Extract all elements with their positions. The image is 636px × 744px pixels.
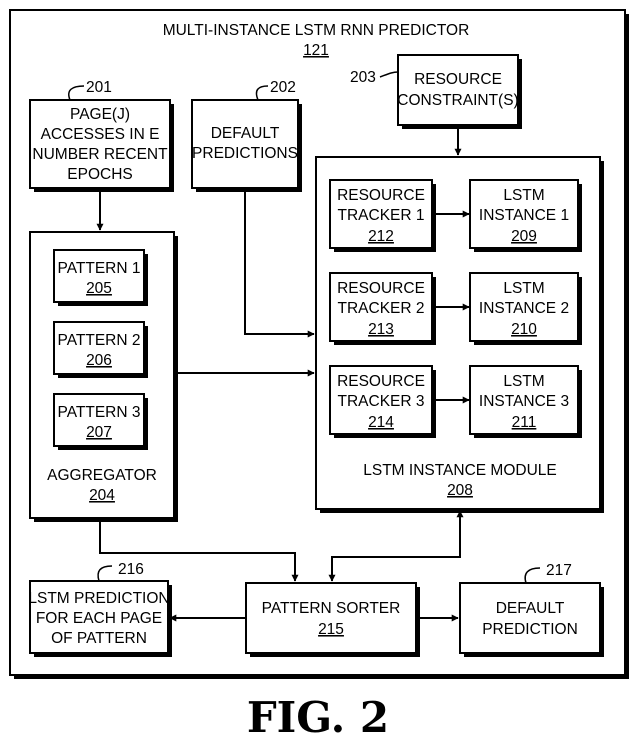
resource-tracker-1-box: RESOURCE TRACKER 1 212 [329,179,436,252]
lstm-module-ref: 208 [447,482,473,499]
lstm-prediction-leader [97,565,113,582]
resource-constraints-line-1: RESOURCE [414,71,502,88]
predictor-ref: 121 [303,42,329,59]
lstm-instance-3-box: LSTM INSTANCE 3 211 [469,365,582,438]
pattern-1-ref: 205 [86,280,112,297]
aggregator-title: AGGREGATOR [47,467,157,484]
default-prediction-line-2: PREDICTION [482,621,578,638]
default-predictions-line-1: DEFAULT [211,125,280,142]
lstm-prediction-line-2: FOR EACH PAGE [36,610,162,627]
default-prediction-leader [524,567,541,584]
resource-constraints-leader [379,71,399,78]
default-prediction-line-1: DEFAULT [496,600,565,617]
pattern-1-label: PATTERN 1 [58,260,141,277]
lstm-prediction-line-1: LSTM PREDICTION [28,590,169,607]
lstm-prediction-box: LSTM PREDICTION FOR EACH PAGE OF PATTERN [28,580,172,657]
pattern-sorter-ref: 215 [318,621,344,638]
aggregator-ref: 204 [89,487,115,504]
resource-tracker-2-line-1: RESOURCE [337,280,425,297]
default-predictions-line-2: PREDICTIONS [192,145,298,162]
page-accesses-line-3: NUMBER RECENT [32,146,168,163]
page-accesses-line-2: ACCESSES IN E [41,126,160,143]
lstm-instance-2-line-1: LSTM [503,280,544,297]
lstm-instance-1-ref: 209 [511,228,537,245]
page-accesses-box: PAGE(J) ACCESSES IN E NUMBER RECENT EPOC… [29,99,174,192]
page-accesses-line-1: PAGE(J) [70,106,130,123]
predictor-title: MULTI-INSTANCE LSTM RNN PREDICTOR [163,22,470,39]
resource-tracker-2-box: RESOURCE TRACKER 2 213 [329,272,436,345]
pattern-2-ref: 206 [86,352,112,369]
arrow-aggregator-to-pattern-sorter [99,518,299,582]
lstm-module-title: LSTM INSTANCE MODULE [363,462,557,479]
pattern-3-label: PATTERN 3 [58,404,141,421]
resource-tracker-2-ref: 213 [368,321,394,338]
lstm-instance-2-line-2: INSTANCE 2 [479,300,569,317]
pattern-3-box: PATTERN 3 207 [53,393,148,450]
default-predictions-ref: 202 [270,79,296,96]
pattern-sorter-label: PATTERN SORTER [262,600,401,617]
pattern-2-label: PATTERN 2 [58,332,141,349]
pattern-1-box: PATTERN 1 205 [53,249,148,306]
lstm-instance-3-line-2: INSTANCE 3 [479,393,569,410]
resource-tracker-1-ref: 212 [368,228,394,245]
page-accesses-line-4: EPOCHS [67,166,132,183]
resource-constraints-ref: 203 [350,69,376,86]
default-predictions-leader [255,85,269,101]
lstm-instance-1-line-1: LSTM [503,187,544,204]
default-prediction-box: DEFAULT PREDICTION [459,582,604,657]
lstm-instance-3-line-1: LSTM [503,373,544,390]
lstm-instance-1-box: LSTM INSTANCE 1 209 [469,179,582,252]
resource-constraints-line-2: CONSTRAINT(S) [397,92,518,109]
figure-caption: FIG. 2 [247,693,389,742]
pattern-3-ref: 207 [86,424,112,441]
resource-tracker-3-ref: 214 [368,414,394,431]
lstm-instance-2-box: LSTM INSTANCE 2 210 [469,272,582,345]
lstm-instance-3-ref: 211 [512,414,537,431]
resource-tracker-3-line-2: TRACKER 3 [338,393,425,410]
resource-tracker-2-line-2: TRACKER 2 [338,300,425,317]
lstm-instance-2-ref: 210 [511,321,537,338]
arrow-pattern-sorter-lstm-module-bidirectional [328,510,464,582]
resource-tracker-3-line-1: RESOURCE [337,373,425,390]
pattern-sorter-box: PATTERN SORTER 215 [245,582,420,657]
pattern-2-box: PATTERN 2 206 [53,321,148,378]
lstm-prediction-ref: 216 [118,561,144,578]
default-prediction-ref: 217 [546,562,572,579]
lstm-prediction-line-3: OF PATTERN [51,630,147,647]
page-accesses-ref: 201 [86,79,112,96]
arrow-default-predictions-to-lstm-module [244,188,315,338]
resource-tracker-1-line-2: TRACKER 1 [338,207,425,224]
default-predictions-box: DEFAULT PREDICTIONS [191,99,302,192]
resource-tracker-1-line-1: RESOURCE [337,187,425,204]
resource-tracker-3-box: RESOURCE TRACKER 3 214 [329,365,436,438]
page-accesses-leader [68,85,85,101]
resource-constraints-box: RESOURCE CONSTRAINT(S) [397,54,522,129]
lstm-instance-1-line-2: INSTANCE 1 [479,207,569,224]
